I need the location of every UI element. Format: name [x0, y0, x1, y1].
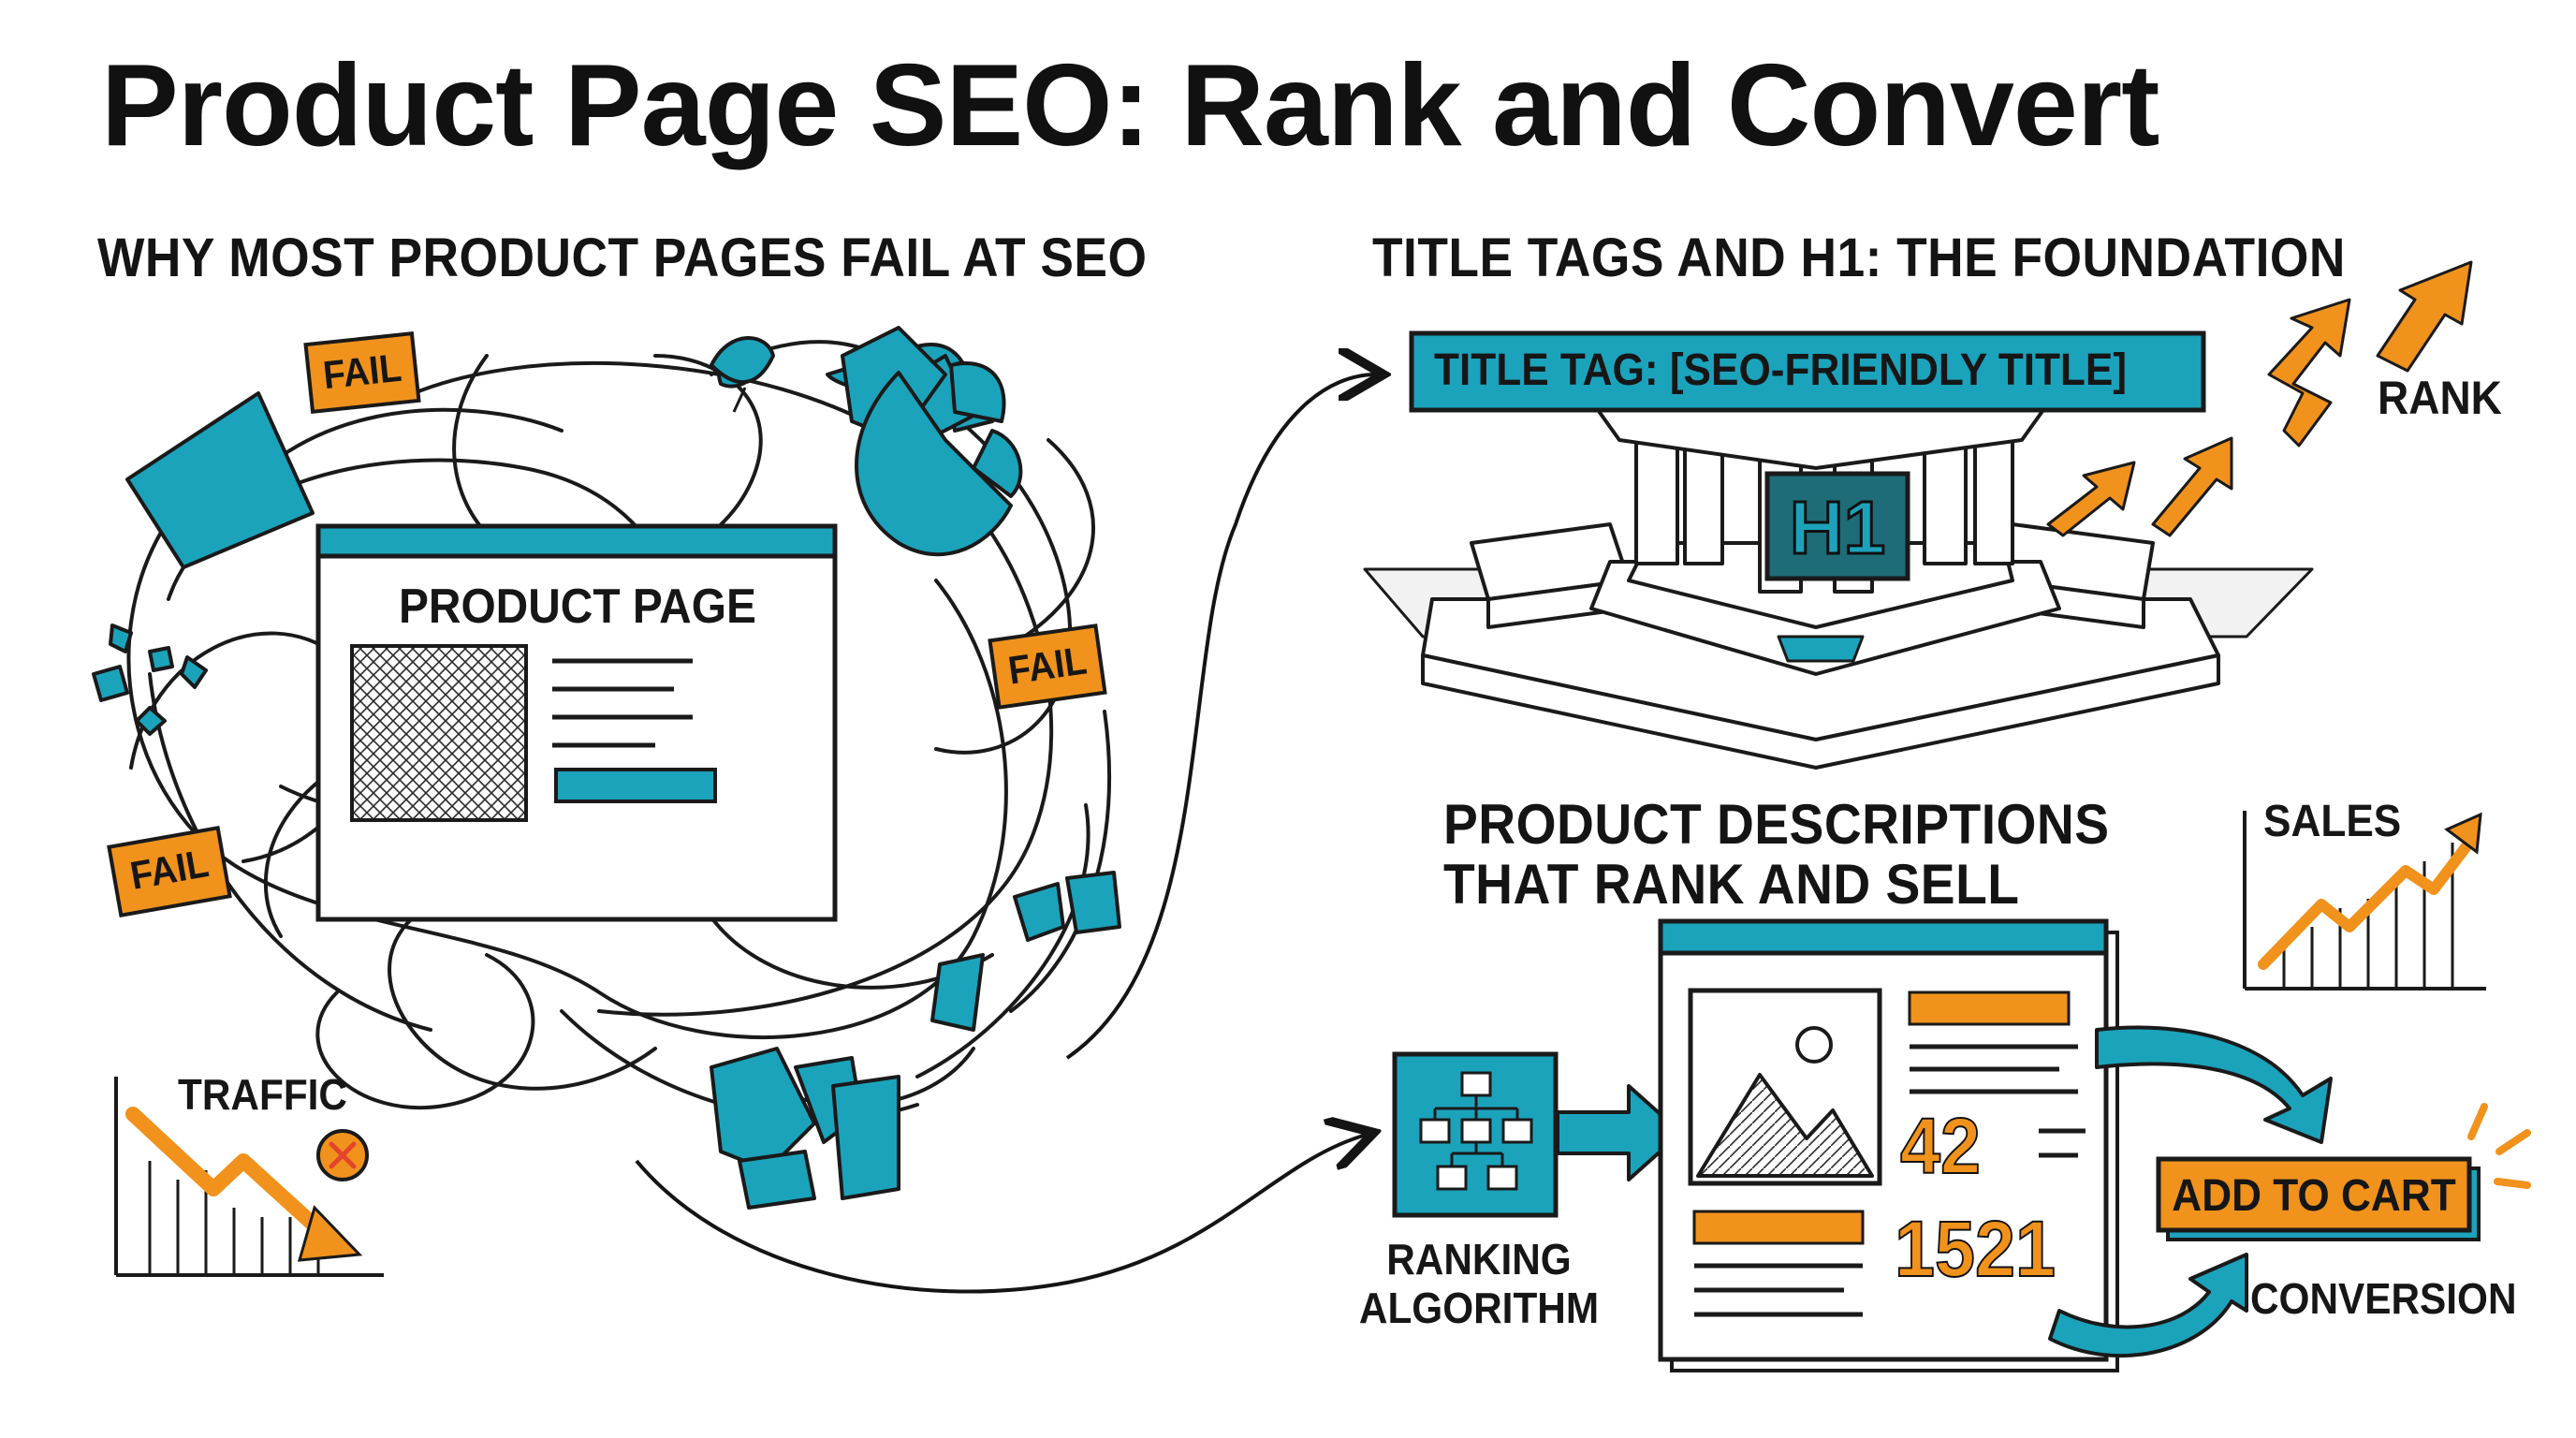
image-placeholder-icon — [1688, 988, 1882, 1186]
conversion-arrow-top — [2095, 1025, 2333, 1144]
conversion-arrow-bottom — [2048, 1253, 2248, 1357]
traffic-label: TRAFFIC — [178, 1070, 348, 1119]
h1-sign-label: H1 — [1788, 485, 1886, 570]
conversion-label: CONVERSION — [2250, 1274, 2517, 1323]
title-tag-banner — [1409, 330, 2206, 413]
fail-tag-3 — [107, 825, 232, 918]
fail-panel-heading: WHY MOST PRODUCT PAGES FAIL AT SEO — [97, 227, 1148, 288]
sales-growth-chart — [2243, 811, 2486, 990]
foundation-building — [1363, 399, 2314, 770]
connector-arrow-top — [1065, 374, 1376, 1060]
descriptions-heading-line2: THAT RANK AND SELL — [1443, 853, 2020, 916]
fail-tag-1 — [303, 331, 421, 414]
page-title: Product Page SEO: Rank and Convert — [101, 41, 2159, 170]
buy-button-placeholder — [554, 768, 717, 803]
add-to-cart-graphic — [2156, 1156, 2481, 1241]
x-circle-icon — [316, 1129, 369, 1181]
add-to-cart-label: ADD TO CART — [2172, 1171, 2456, 1221]
traffic-decline-chart — [114, 1077, 384, 1277]
rank-arrows — [2046, 260, 2473, 537]
description-page — [1658, 918, 2119, 1372]
product-page-wireframe — [315, 523, 838, 922]
product-image-placeholder — [350, 644, 528, 822]
algorithm-label-line2: ALGORITHM — [1358, 1284, 1600, 1332]
rank-label: RANK — [2378, 372, 2502, 424]
broken-pie-chart — [710, 336, 1023, 557]
flowchart-icon — [1392, 1051, 1559, 1218]
sales-label: SALES — [2263, 797, 2402, 846]
connector-arrow-bottom — [635, 1135, 1367, 1294]
descriptions-heading-line1: PRODUCT DESCRIPTIONS — [1443, 793, 2110, 856]
stat-number-2: 1521 — [1894, 1205, 2056, 1294]
title-tag-banner-label: TITLE TAG: [SEO-FRIENDLY TITLE] — [1434, 345, 2128, 395]
click-burst-icon — [2467, 1103, 2531, 1189]
product-page-label: PRODUCT PAGE — [399, 580, 756, 634]
algorithm-arrow — [1556, 1084, 1683, 1181]
fail-tag-2 — [988, 624, 1107, 710]
title-tags-heading: TITLE TAGS AND H1: THE FOUNDATION — [1372, 227, 2346, 288]
stat-number-1: 42 — [1899, 1102, 1982, 1191]
h1-sign — [1764, 471, 1910, 581]
algorithm-label-line1: RANKING — [1386, 1235, 1572, 1284]
